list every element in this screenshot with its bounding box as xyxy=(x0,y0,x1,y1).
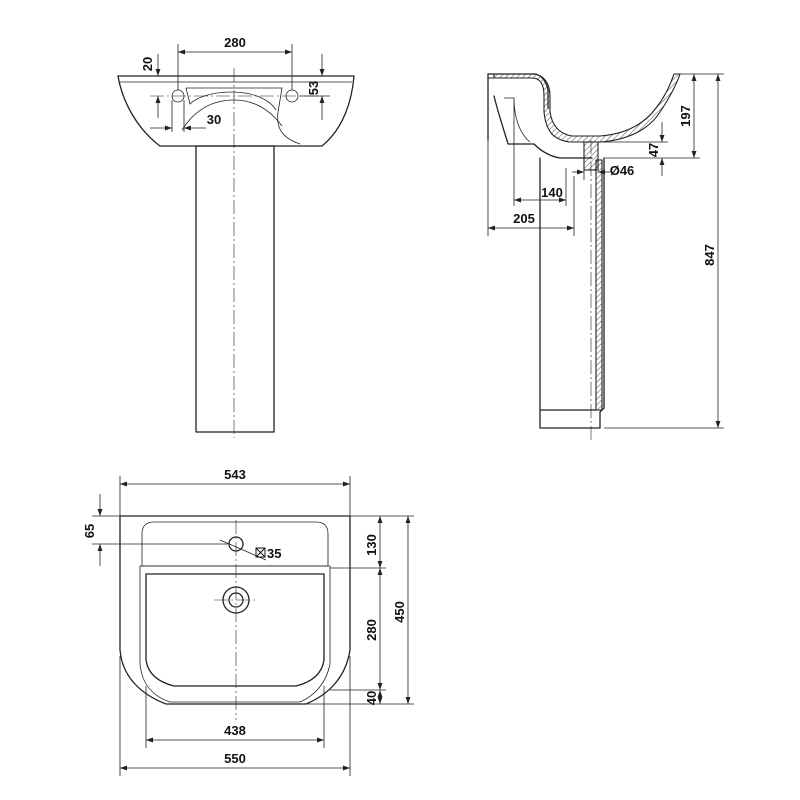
front-dim-30: 30 xyxy=(207,112,221,127)
front-basin-outline xyxy=(117,75,355,147)
front-dim-53: 53 xyxy=(306,81,321,95)
top-inner-deck xyxy=(141,521,329,567)
side-dim-140: 140 xyxy=(541,185,563,200)
top-dim-438: 438 xyxy=(224,723,246,738)
front-view: 280 20 53 30 xyxy=(117,35,355,438)
side-dim-47: 47 xyxy=(646,143,661,157)
square-symbol-icon xyxy=(255,547,266,558)
side-dim-205: 205 xyxy=(513,211,535,226)
front-bowl-curve xyxy=(185,87,301,145)
top-dim-450: 450 xyxy=(392,601,407,623)
top-dim-65: 65 xyxy=(82,524,97,538)
top-inner-bowl xyxy=(145,573,325,687)
front-dim-20: 20 xyxy=(140,57,155,71)
side-dim-847: 847 xyxy=(702,244,717,266)
side-dim-197: 197 xyxy=(678,105,693,127)
top-dim-550: 550 xyxy=(224,751,246,766)
front-bowl-curve-inner xyxy=(181,99,283,131)
top-view: 543 65 35 130 280 40 450 438 xyxy=(82,467,414,776)
top-dim-40: 40 xyxy=(364,691,379,705)
side-view: 197 47 Ø46 140 205 847 xyxy=(487,73,724,440)
side-pedestal xyxy=(539,157,605,429)
top-dim-130: 130 xyxy=(364,534,379,556)
top-dim-543: 543 xyxy=(224,467,246,482)
top-dim-280: 280 xyxy=(364,619,379,641)
front-pedestal xyxy=(195,145,275,433)
top-dim-hole-35: 35 xyxy=(267,546,281,561)
side-under-contour xyxy=(493,95,593,159)
side-dim-drain-dia: Ø46 xyxy=(610,163,635,178)
side-ceramic-section xyxy=(488,73,681,143)
front-dim-280: 280 xyxy=(224,35,246,50)
